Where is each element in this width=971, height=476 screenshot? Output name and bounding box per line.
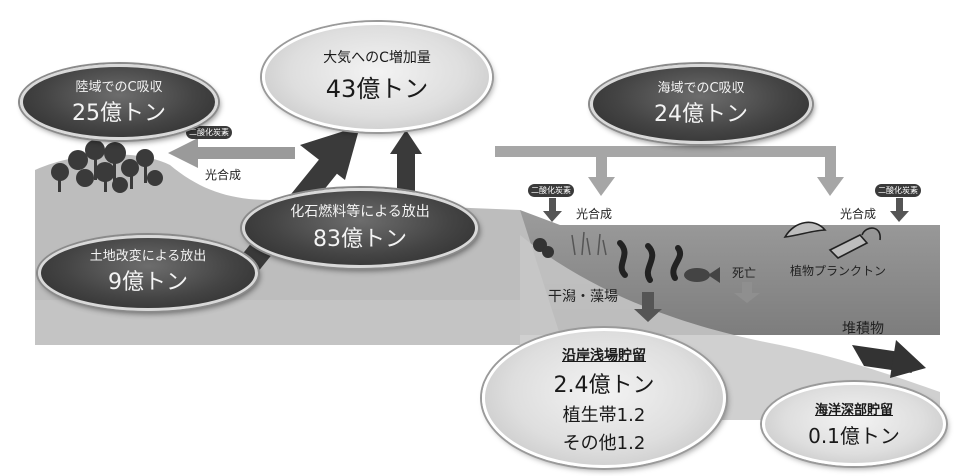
ocean-absorption-label: 海域でのC吸収 <box>657 81 745 96</box>
arrow-fossil-up <box>390 130 422 200</box>
land-absorption-label: 陸域でのC吸収 <box>75 80 163 95</box>
arrow-photosynthesis-land <box>168 138 295 168</box>
atmosphere-label: 大気へのC増加量 <box>323 50 431 66</box>
land-change-oval: 土地改変による放出 9億トン <box>38 235 258 311</box>
fossil-fuel-oval: 化石燃料等による放出 83億トン <box>242 188 478 268</box>
land-absorption-value: 25億トン <box>72 101 166 126</box>
arrow-sediment <box>852 340 926 378</box>
deep-storage-title: 海洋深部貯留 <box>814 403 893 418</box>
arrow-death-down <box>734 282 760 303</box>
land-change-label: 土地改変による放出 <box>89 249 207 264</box>
seagrass-icon <box>571 231 607 256</box>
coastal-storage-other: その他1.2 <box>562 433 646 454</box>
fossil-fuel-label: 化石燃料等による放出 <box>290 204 430 220</box>
co2-molecule-icon-coast: 二酸化炭素 <box>528 184 574 197</box>
sediment-label: 堆積物 <box>842 321 884 337</box>
photosynthesis-ocean-label: 光合成 <box>840 207 877 221</box>
tidal-flat-label: 干潟・藻場 <box>548 289 618 305</box>
shell-icon <box>533 238 554 258</box>
plankton-label: 植物プランクトン <box>790 264 887 278</box>
deep-storage-oval: 海洋深部貯留 0.1億トン <box>762 382 946 466</box>
death-label: 死亡 <box>732 266 757 280</box>
fish-icon <box>684 267 720 283</box>
land-change-value: 9億トン <box>108 270 188 295</box>
forest-icon <box>51 140 163 193</box>
arrow-tidal-down <box>634 292 662 322</box>
arrow-co2-coast-down <box>543 198 562 222</box>
coastal-storage-value: 2.4億トン <box>553 373 655 398</box>
plankton-icon <box>783 221 881 259</box>
co2-molecule-icon-ocean: 二酸化炭素 <box>875 184 921 197</box>
fossil-fuel-value: 83億トン <box>313 227 407 252</box>
coastal-storage-title: 沿岸浅場貯留 <box>562 348 646 364</box>
photosynthesis-land-label: 光合成 <box>205 168 242 182</box>
coastal-storage-oval: 沿岸浅場貯留 2.4億トン 植生帯1.2 その他1.2 <box>482 328 726 468</box>
atmosphere-value: 43億トン <box>325 75 429 103</box>
coastal-storage-vegetation: 植生帯1.2 <box>562 405 646 426</box>
land-lower <box>35 300 520 345</box>
arrow-co2-ocean-down <box>890 198 909 222</box>
seaweed-icon <box>617 240 683 283</box>
co2-molecule-icon-land: 二酸化炭素 <box>186 126 232 139</box>
photosynthesis-coast-label: 光合成 <box>576 207 613 221</box>
arrow-ocean-distribution <box>495 146 844 196</box>
deep-storage-value: 0.1億トン <box>808 424 900 448</box>
ocean-absorption-oval: 海域でのC吸収 24億トン <box>590 64 812 144</box>
land-absorption-oval: 陸域でのC吸収 25億トン <box>20 64 218 140</box>
atmosphere-increase-oval: 大気へのC増加量 43億トン <box>262 22 492 132</box>
ocean-absorption-value: 24億トン <box>654 102 748 127</box>
